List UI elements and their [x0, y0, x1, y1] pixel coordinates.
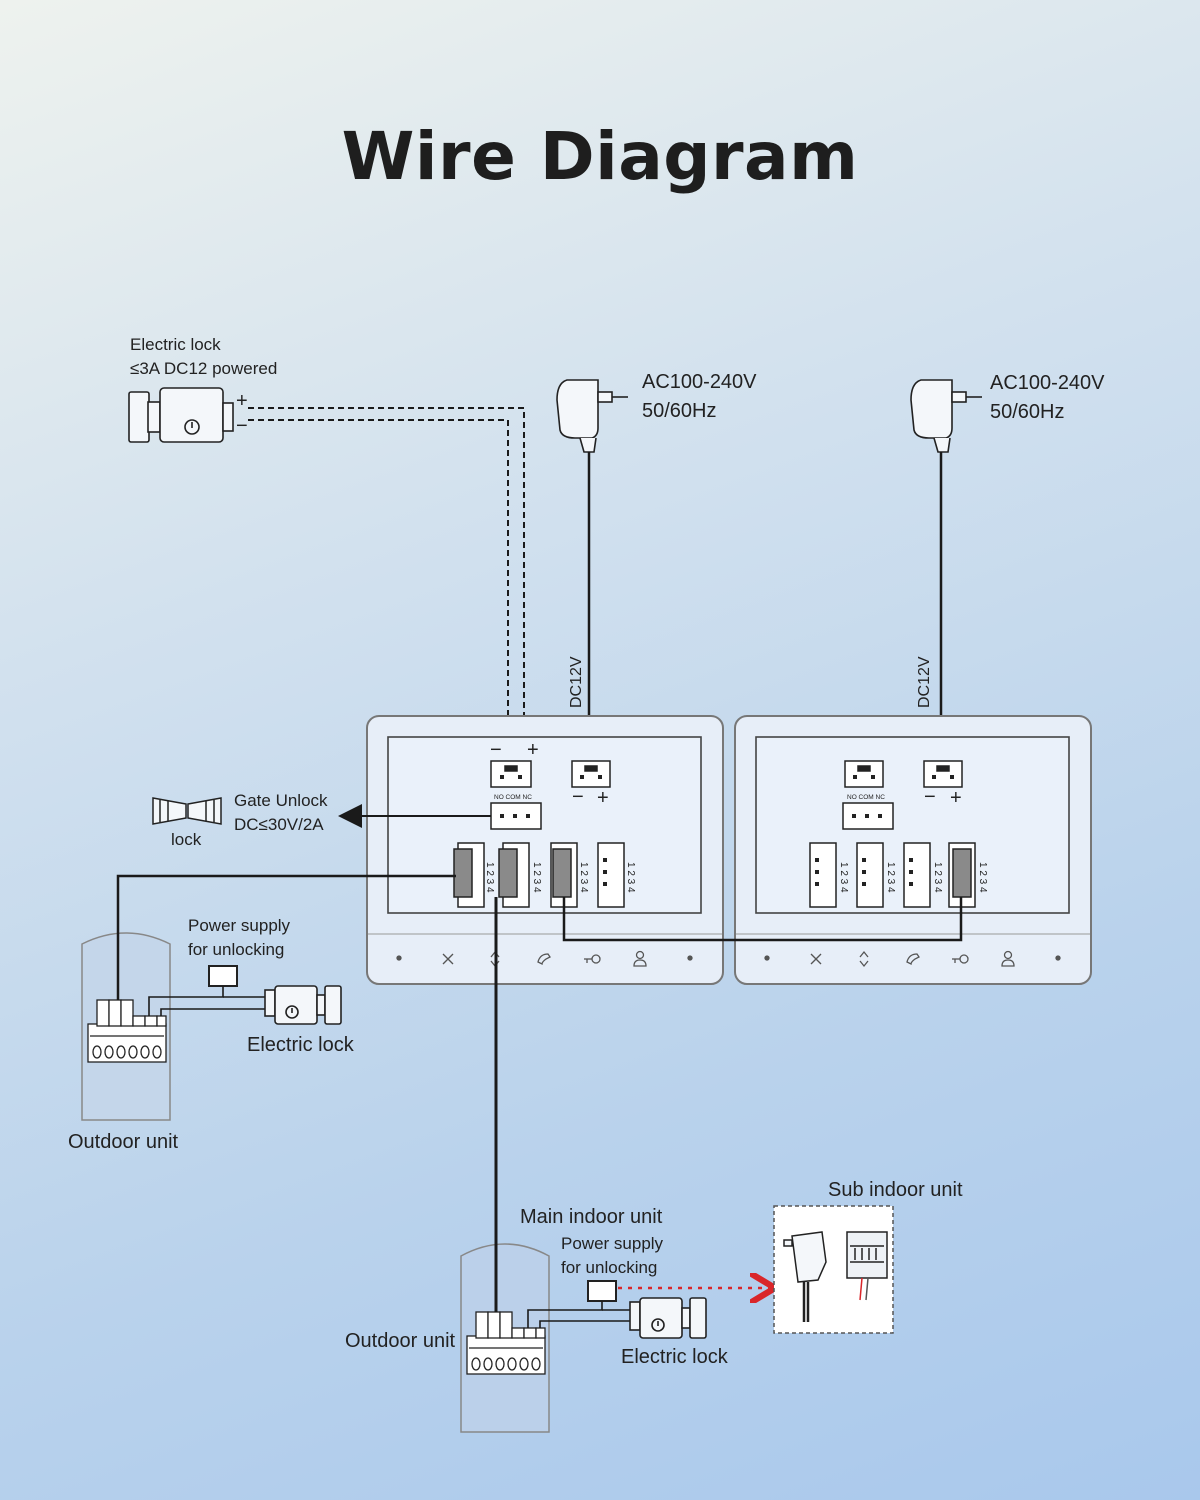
sub-port-1-pins: 1 2 3 4: [838, 862, 849, 893]
main-port-3-pins: 1 2 3 4: [578, 862, 589, 893]
lock-dashed-wires: [248, 407, 525, 756]
page-title: Wire Diagram: [341, 118, 859, 195]
outdoor-bottom-lock-wires: [527, 1301, 632, 1328]
power-supply-bottom-box: [587, 1280, 617, 1302]
sub-dc-plus: +: [950, 787, 962, 809]
main-indicator-left: [396, 955, 402, 961]
sub-dc-minus: −: [924, 786, 936, 808]
adapter-2-frequency: 50/60Hz: [990, 401, 1065, 423]
sub-port-4-pins: 1 2 3 4: [977, 862, 988, 893]
main-port-2: [498, 842, 530, 908]
sub-port-3: [903, 842, 931, 908]
sub-port-2-pins: 1 2 3 4: [885, 862, 896, 893]
gate-unlock-spec: DC≤30V/2A: [234, 815, 324, 834]
main-unlock-key-icon[interactable]: [584, 954, 601, 964]
sub-unit-adapter-icon: [783, 1231, 827, 1322]
sub-dc-connector: [923, 760, 963, 788]
sub-indoor-monitor: [734, 715, 1092, 985]
main-dc-plus: +: [597, 787, 609, 809]
main-indoor-monitor: [366, 715, 724, 985]
main-settings-icon[interactable]: [442, 953, 454, 965]
main-port-3: [550, 842, 578, 908]
adapter-1-voltage: AC100-240V: [642, 371, 757, 393]
main-dc-minus: −: [572, 786, 584, 808]
outdoor-left-cable: [116, 874, 456, 1000]
main-port-1-pins: 1 2 3 4: [484, 862, 495, 893]
sub-port-4: [948, 842, 976, 908]
main-lock-connector: [490, 760, 532, 788]
sub-port-3-pins: 1 2 3 4: [932, 862, 943, 893]
sub-port-1: [809, 842, 837, 908]
sub-indoor-unit-label: Sub indoor unit: [828, 1179, 963, 1201]
power-adapter-2-icon: [910, 379, 982, 453]
sub-no-com-nc: NO COM NC: [847, 794, 885, 801]
main-lock-plus: +: [527, 739, 539, 761]
outdoor-unit-left-label: Outdoor unit: [68, 1131, 179, 1153]
outdoor-bottom-terminal-block: [466, 1311, 546, 1375]
main-dc-connector: [571, 760, 611, 788]
sub-handset-icon[interactable]: [906, 953, 920, 966]
main-no-com-nc: NO COM NC: [494, 794, 532, 801]
power-supply-bottom-line1: Power supply: [561, 1234, 664, 1253]
sub-settings-icon[interactable]: [810, 953, 822, 965]
monitor-link-cable: [562, 897, 963, 942]
electric-lock-bottom-label: Electric lock: [621, 1346, 728, 1368]
sub-monitor-person-icon[interactable]: [1001, 950, 1015, 967]
adapter-2-voltage: AC100-240V: [990, 372, 1105, 394]
sub-indicator-right: [1055, 955, 1061, 961]
main-port-4: [597, 842, 625, 908]
main-port-2-pins: 1 2 3 4: [531, 862, 542, 893]
electric-lock-top-label: Electric lock: [130, 335, 221, 354]
outdoor-left-terminal-block: [87, 999, 167, 1063]
power-supply-left-line1: Power supply: [188, 916, 291, 935]
gate-unlock-label: Gate Unlock: [234, 791, 328, 810]
electric-lock-top-plus: +: [236, 390, 248, 412]
electric-lock-top-spec: ≤3A DC12 powered: [130, 359, 278, 378]
main-port-1: [453, 842, 485, 908]
sub-lock-connector: [844, 760, 884, 788]
gate-lock-label: lock: [171, 830, 202, 849]
main-indoor-unit-label: Main indoor unit: [520, 1206, 663, 1228]
sub-relay-connector: [842, 802, 894, 830]
main-indicator-right: [687, 955, 693, 961]
main-relay-connector: [490, 802, 542, 830]
sub-monitor-buttons: [764, 950, 1061, 968]
main-lock-minus: −: [490, 739, 502, 761]
power-supply-bottom-line2: for unlocking: [561, 1258, 658, 1277]
sub-up-down-icon[interactable]: [859, 950, 869, 968]
main-port-4-pins: 1 2 3 4: [625, 862, 636, 893]
sub-port-2: [856, 842, 884, 908]
electric-lock-top-icon: [128, 387, 234, 443]
power-supply-left-box: [208, 965, 238, 987]
outdoor-left-lock-wires: [148, 986, 268, 1016]
sub-indicator-left: [764, 955, 770, 961]
adapter-1-frequency: 50/60Hz: [642, 400, 717, 422]
main-handset-icon[interactable]: [537, 953, 551, 966]
electric-lock-top-minus: −: [236, 415, 248, 437]
gate-lock-icon: [152, 797, 222, 825]
power-supply-left-line2: for unlocking: [188, 940, 285, 959]
electric-lock-left-label: Electric lock: [247, 1034, 354, 1056]
sub-unlock-key-icon[interactable]: [952, 954, 969, 964]
electric-lock-bottom-icon: [629, 1297, 707, 1339]
power-adapter-1-icon: [556, 379, 628, 453]
main-monitor-person-icon[interactable]: [633, 950, 647, 967]
outdoor-unit-bottom-label: Outdoor unit: [345, 1330, 456, 1352]
electric-lock-left-icon: [264, 985, 342, 1025]
sub-unit-din-supply-icon: [846, 1231, 888, 1301]
